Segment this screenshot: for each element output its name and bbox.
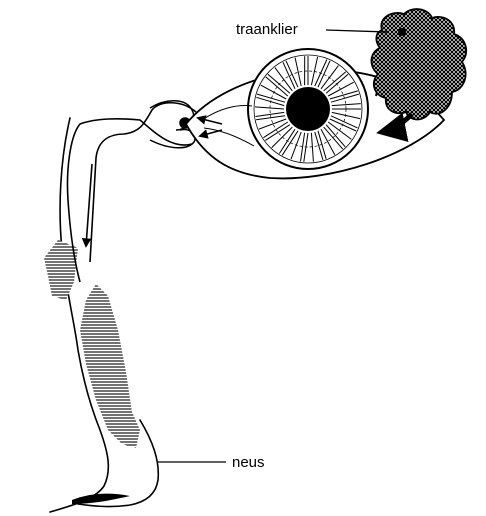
label-lacrimal-gland: traanklier <box>236 22 298 37</box>
gland-lobe-dot <box>398 28 406 36</box>
label-nose: neus <box>232 455 265 470</box>
pupil <box>286 87 330 131</box>
nostril-shadow <box>72 494 130 504</box>
cheek-hatch-lower <box>80 284 140 448</box>
lacrimal-gland <box>371 9 466 119</box>
